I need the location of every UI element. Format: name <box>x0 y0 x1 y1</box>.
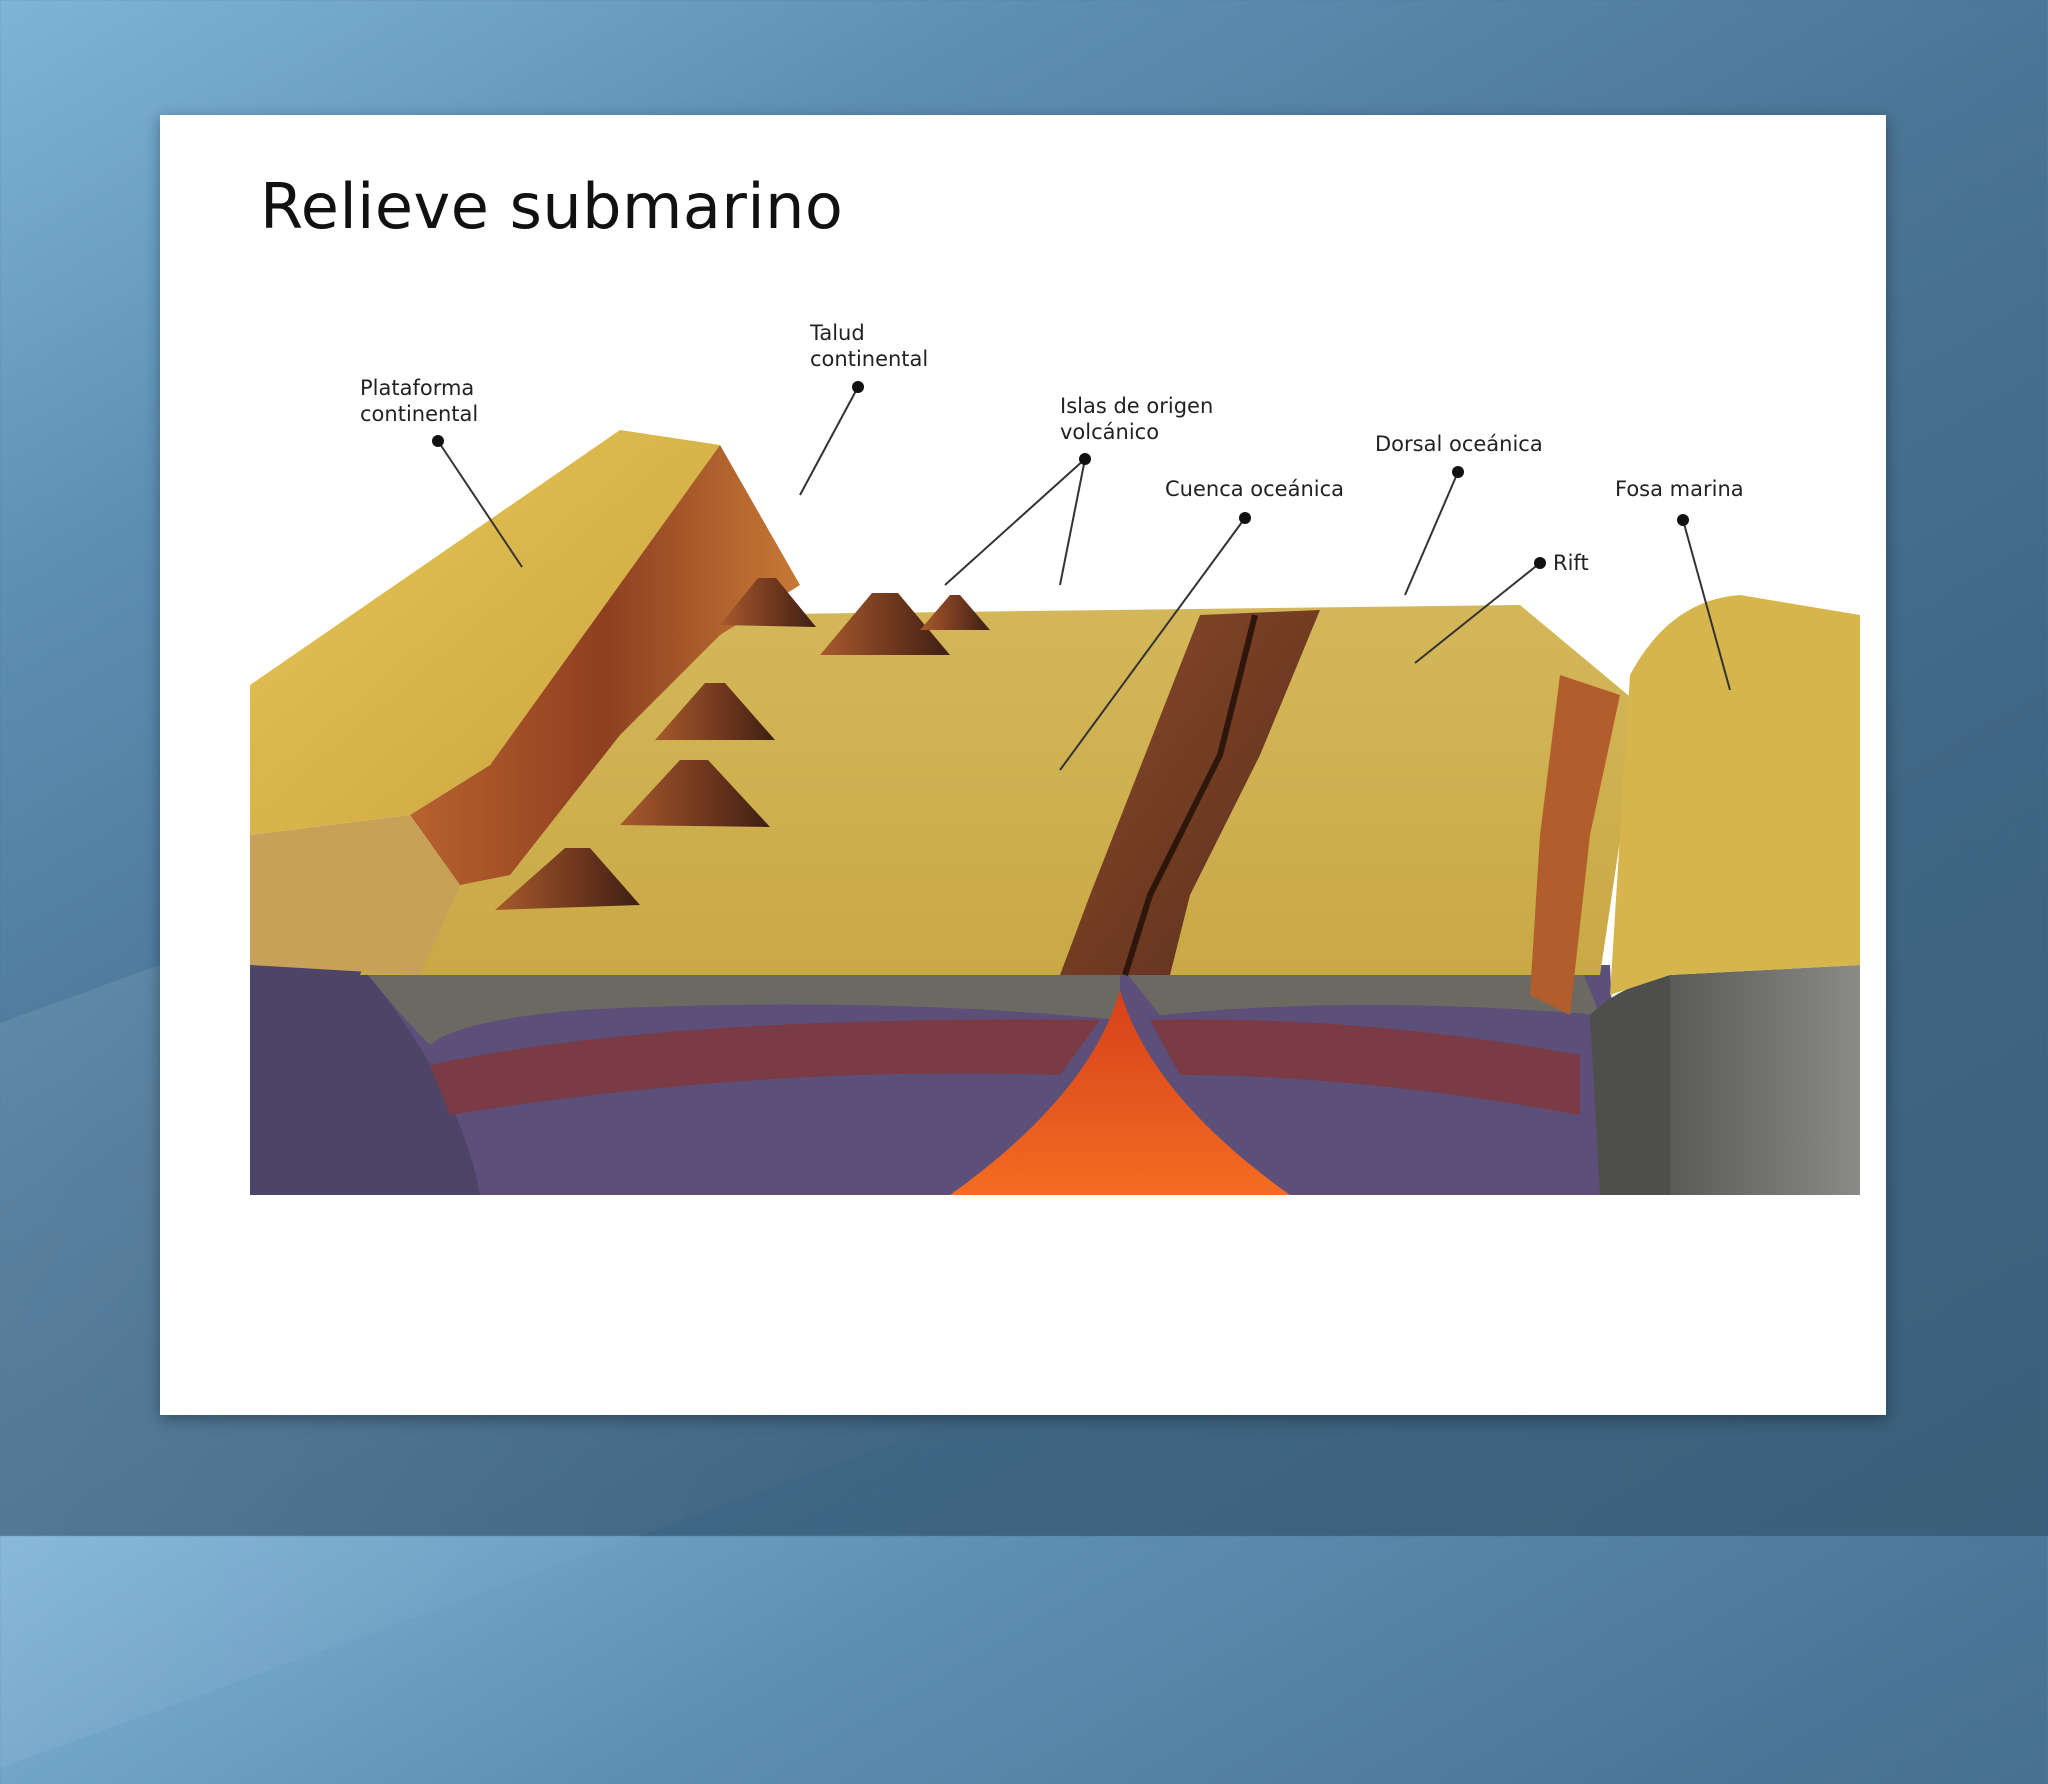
dot-islas <box>1079 453 1091 465</box>
label-plataforma-line1: Plataforma <box>360 376 474 400</box>
label-dorsal: Dorsal oceánica <box>1375 432 1543 456</box>
dot-plataforma <box>432 435 444 447</box>
dot-rift <box>1534 557 1546 569</box>
dot-dorsal <box>1452 466 1464 478</box>
cross-section <box>250 965 1860 1195</box>
dot-fosa <box>1677 514 1689 526</box>
label-rift: Rift <box>1553 551 1589 575</box>
dot-talud <box>852 381 864 393</box>
right-block-top <box>1610 595 1860 995</box>
label-talud-line1: Talud <box>809 321 865 345</box>
leader-talud <box>800 387 858 495</box>
label-talud-line2: continental <box>810 347 928 371</box>
slide: Relieve submarino <box>160 115 1886 1415</box>
dot-cuenca <box>1239 512 1251 524</box>
label-islas-line2: volcánico <box>1060 420 1159 444</box>
label-plataforma-line2: continental <box>360 402 478 426</box>
right-block-side <box>1670 965 1860 1195</box>
label-fosa: Fosa marina <box>1615 477 1744 501</box>
label-cuenca: Cuenca oceánica <box>1165 477 1344 501</box>
trench-wall-block <box>1590 975 1670 1195</box>
seafloor-relief-diagram: Plataforma continental Talud continental… <box>160 115 1886 1415</box>
label-islas-line1: Islas de origen <box>1060 394 1213 418</box>
leader-dorsal <box>1405 472 1458 595</box>
seafloor-surface <box>250 430 1860 1015</box>
